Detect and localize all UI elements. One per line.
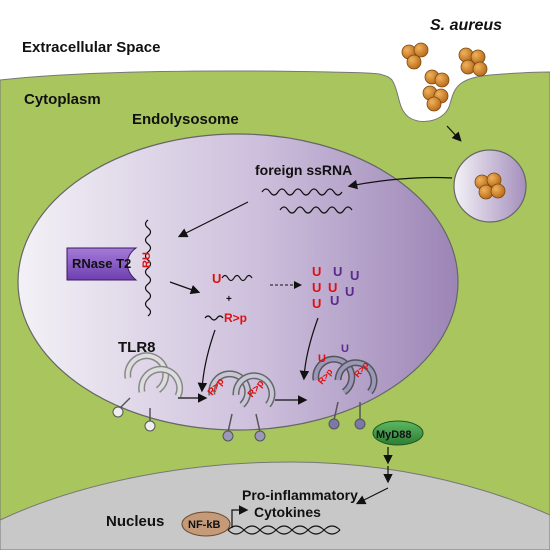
u-purple-3: U — [345, 284, 354, 299]
rp-to-tlr8-arrow — [197, 329, 216, 393]
nfkb-label: NF-kB — [188, 519, 220, 531]
u-red-2: U — [312, 280, 321, 295]
pro-inflammatory-label: Pro-inflammatory — [242, 487, 358, 503]
cytokine-output-arrow — [355, 487, 389, 505]
cytoplasm-label: Cytoplasm — [24, 91, 101, 108]
u-product: U — [212, 271, 221, 286]
cytokines-label: Cytokines — [254, 504, 321, 520]
s-aureus-cluster-right — [458, 47, 488, 77]
u-product-tail — [221, 274, 253, 282]
ru-label: RU — [141, 252, 153, 268]
s-aureus-in-vesicle — [474, 172, 506, 200]
nfkb-factor — [181, 511, 231, 537]
transcription-start-arrow — [231, 505, 249, 528]
r-p-product: R>p — [224, 311, 247, 325]
u-purple-2: U — [350, 268, 359, 283]
tlr8-monomer — [112, 352, 184, 432]
rna-strand-vertical — [144, 219, 152, 317]
nucleus-region — [0, 461, 550, 550]
u-purple-1: U — [333, 264, 342, 279]
rnase-t2-label: RNase T2 — [72, 256, 131, 271]
myd88-adapter — [372, 420, 424, 446]
s-aureus-cluster-top — [401, 42, 429, 70]
r-product-tail — [204, 315, 224, 321]
extracellular-space-label: Extracellular Space — [22, 39, 160, 56]
plus-sign: + — [226, 294, 232, 305]
ssrna-strand-2 — [279, 206, 353, 214]
ssrna-strand-1 — [261, 188, 343, 196]
u-red-4: U — [312, 296, 321, 311]
s-aureus-cluster-mid — [424, 69, 450, 88]
u-purple-4: U — [330, 293, 339, 308]
cleavage-arrow — [169, 281, 201, 295]
tlr8-label: TLR8 — [118, 339, 156, 356]
dna-strand-2 — [227, 525, 341, 535]
endolysosome-label: Endolysosome — [132, 111, 239, 128]
vesicle-to-ssrna-arrow — [347, 176, 453, 190]
entry-arrow — [446, 125, 462, 142]
u-bound-1: U — [318, 353, 326, 365]
tlr8-dimer-rp — [208, 370, 276, 442]
ssrna-to-rnase-arrow — [177, 201, 249, 238]
u-bound-2: U — [341, 343, 349, 355]
myd88-label: MyD88 — [376, 429, 411, 441]
u-red-3: U — [328, 280, 337, 295]
endolysosome — [17, 133, 459, 431]
s-aureus-label: S. aureus — [430, 17, 502, 34]
u-to-tlr8-arrow — [299, 317, 319, 381]
u-red-1: U — [312, 264, 321, 279]
foreign-ssrna-label: foreign ssRNA — [255, 162, 352, 178]
tlr8-dimer-active — [312, 355, 378, 430]
dna-strand-1 — [227, 525, 341, 535]
s-aureus-in-pocket — [422, 85, 449, 112]
nucleus-label: Nucleus — [106, 513, 164, 530]
rnase-t2-enzyme — [66, 247, 138, 281]
